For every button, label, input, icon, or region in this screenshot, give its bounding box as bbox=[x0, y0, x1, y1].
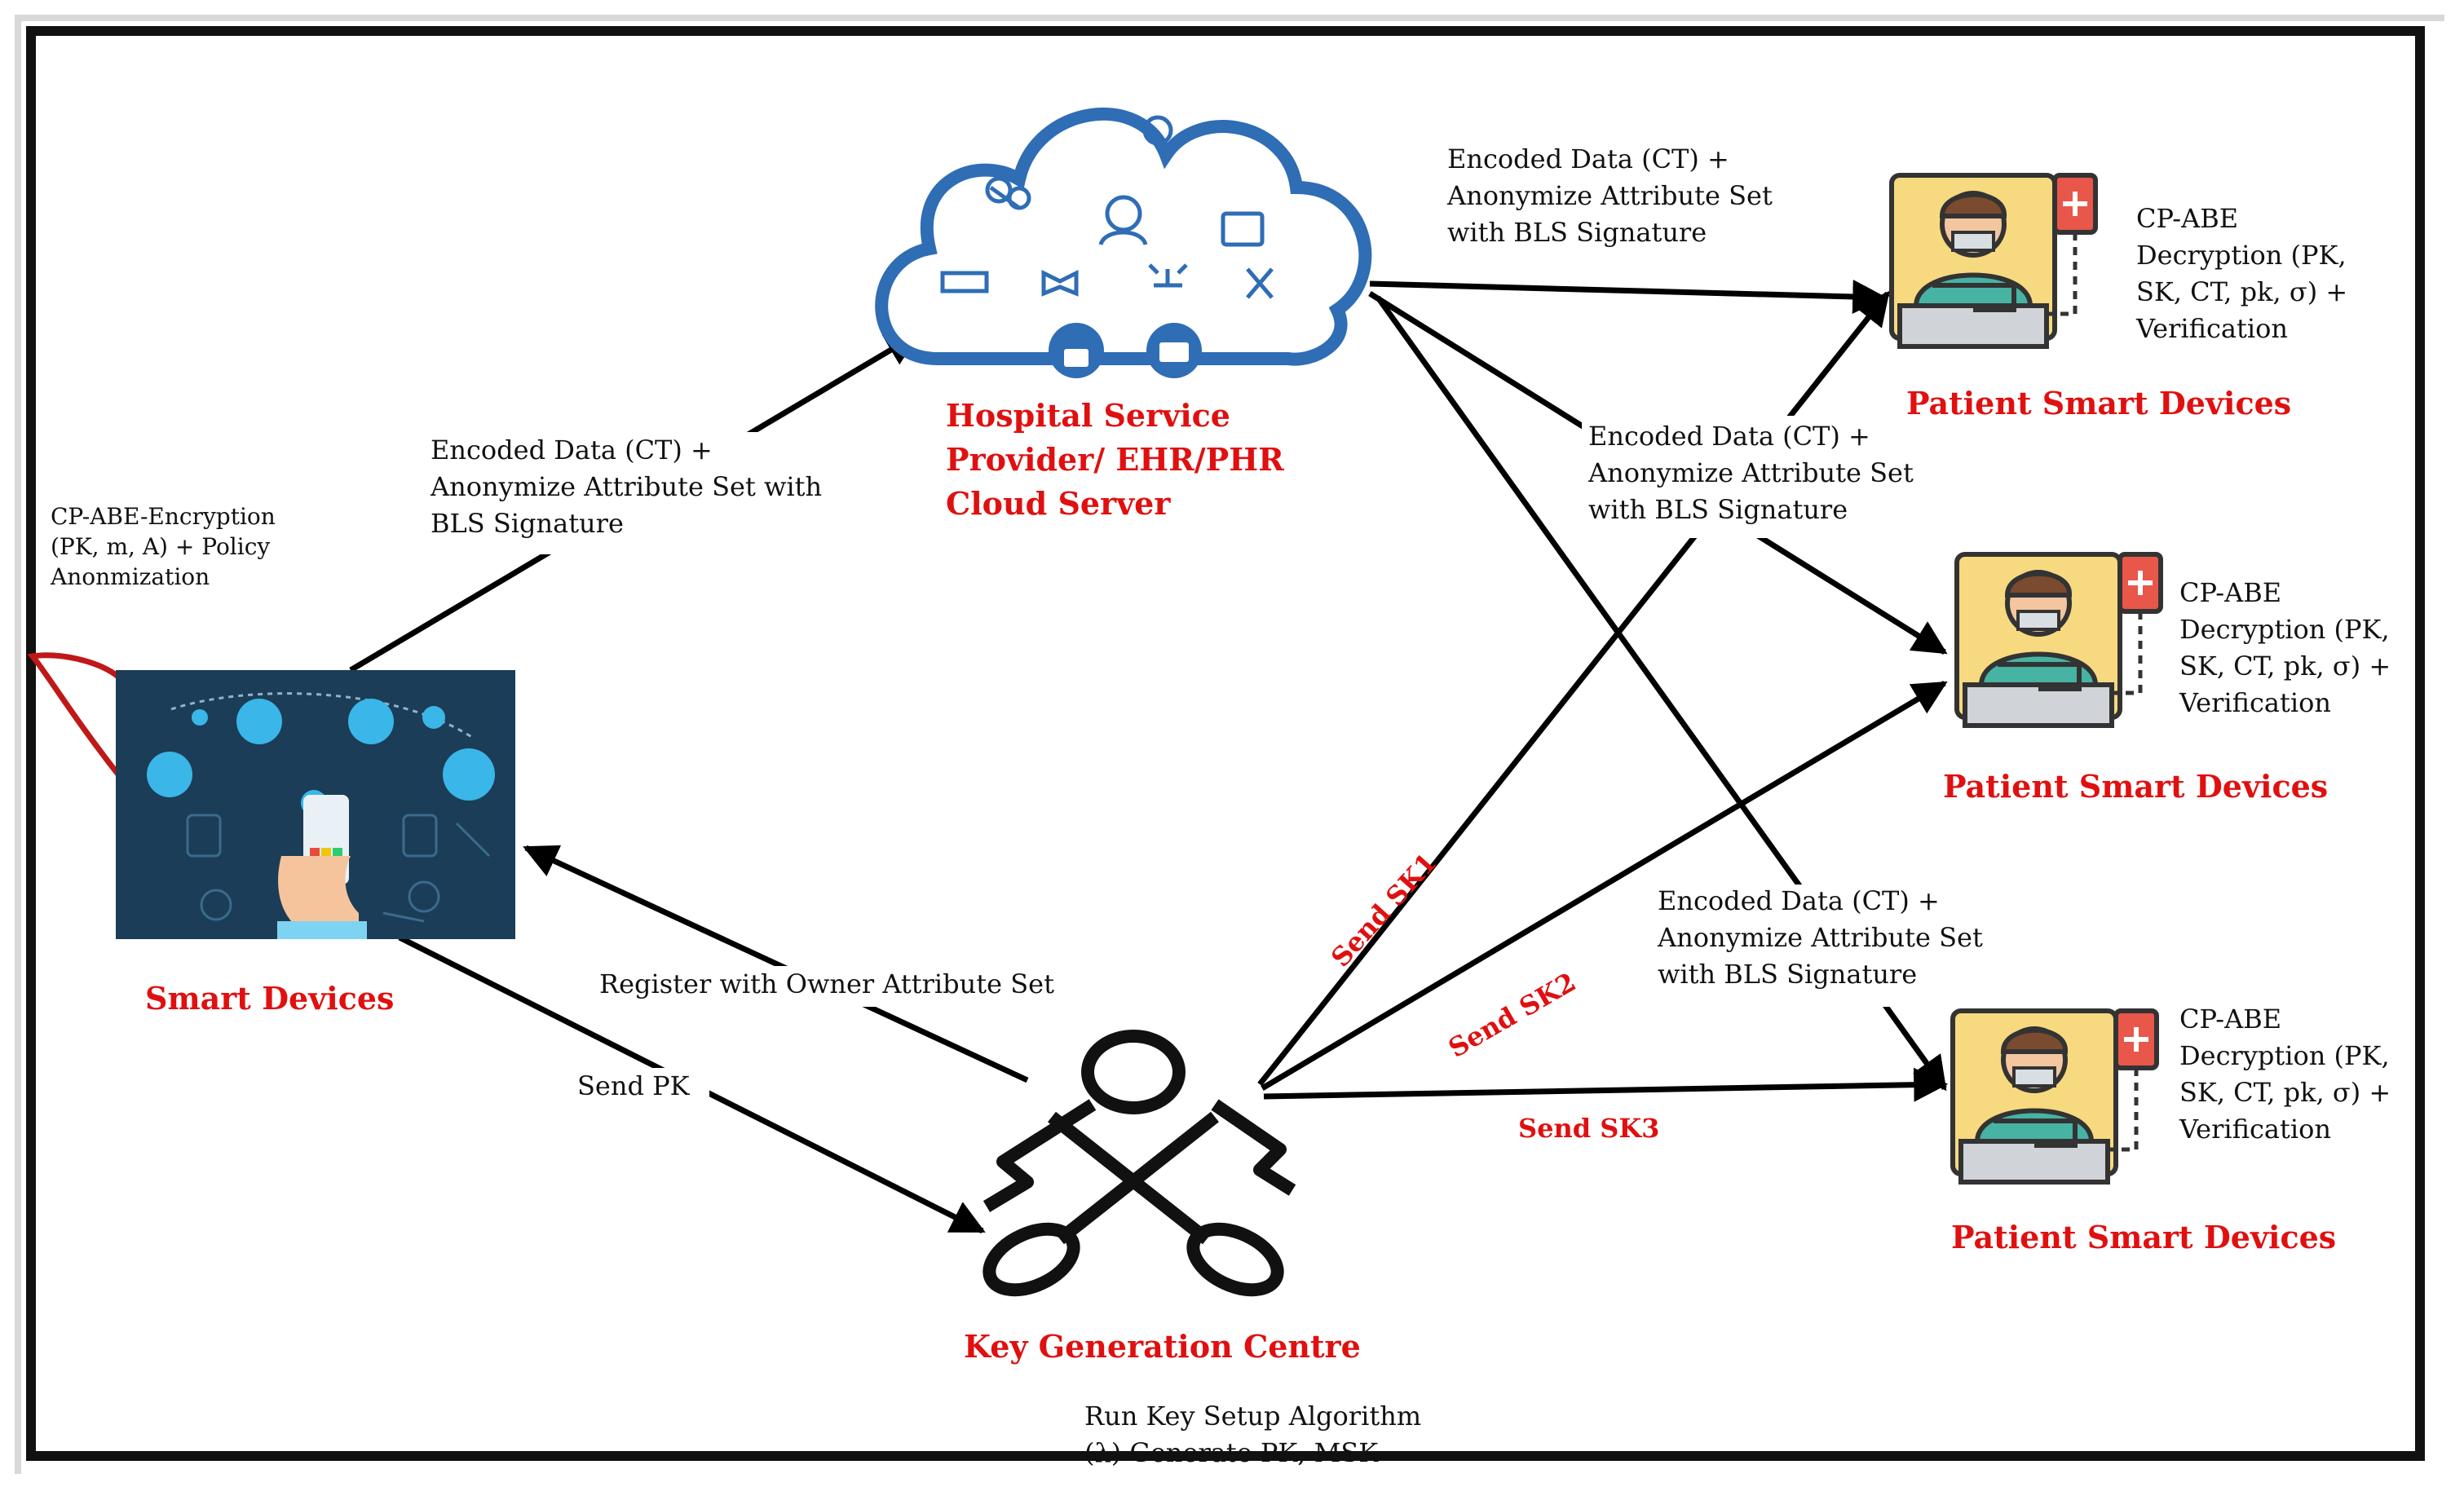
arrow-register bbox=[523, 845, 1029, 1083]
cloud-icon bbox=[875, 107, 1372, 378]
decryption-label-3: CP-ABE Decryption (PK, SK, CT, pk, σ) + … bbox=[2179, 1004, 2391, 1145]
cloud-to-patient-1-label: Encoded Data (CT) + Anonymize Attribute … bbox=[1447, 143, 1773, 248]
smart-devices-panel bbox=[116, 670, 515, 939]
patient-devices-title-1: Patient Smart Devices bbox=[1906, 385, 2292, 421]
register-label: Register with Owner Attribute Set bbox=[599, 968, 1054, 999]
patient-bed-iv-icon-3 bbox=[1950, 1008, 2159, 1185]
send-pk-label: Send PK bbox=[577, 1070, 690, 1101]
upload-edge-label: Encoded Data (CT) + Anonymize Attribute … bbox=[431, 435, 823, 539]
send-sk3-label: Send SK3 bbox=[1518, 1113, 1660, 1144]
policy-loop bbox=[27, 652, 121, 777]
decryption-label-1: CP-ABE Decryption (PK, SK, CT, pk, σ) + … bbox=[2136, 203, 2348, 344]
owner-encryption-label: CP-ABE-Encryption (PK, m, A) + Policy An… bbox=[51, 503, 276, 590]
arrow-sk3 bbox=[1263, 1067, 1949, 1102]
decryption-label-2: CP-ABE Decryption (PK, SK, CT, pk, σ) + … bbox=[2179, 577, 2391, 718]
label-masks bbox=[424, 416, 2006, 1109]
cloud-to-patient-2-label: Encoded Data (CT) + Anonymize Attribute … bbox=[1588, 421, 1914, 525]
cloud-server-title: Hospital Service Provider/ EHR/PHR Cloud… bbox=[946, 397, 1284, 522]
smart-devices-title: Smart Devices bbox=[145, 980, 395, 1017]
cloud-to-patient-3-label: Encoded Data (CT) + Anonymize Attribute … bbox=[1658, 885, 1983, 990]
key-setup-label: Run Key Setup Algorithm (λ) Generate PK,… bbox=[1084, 1401, 1422, 1468]
patient-bed-iv-icon-2 bbox=[1954, 552, 2163, 728]
outer-border-top bbox=[15, 15, 2444, 21]
crossed-keys-icon bbox=[983, 1030, 1296, 1297]
patient-devices-title-2: Patient Smart Devices bbox=[1943, 768, 2329, 805]
patient-bed-iv-icon-1 bbox=[1889, 173, 2098, 349]
outer-border-left bbox=[15, 15, 21, 1474]
arrow-cloud-to-patient-1 bbox=[1369, 279, 1888, 314]
kgc-title: Key Generation Centre bbox=[964, 1328, 1361, 1365]
arrow-sk2 bbox=[1261, 680, 1948, 1092]
patient-devices-title-3: Patient Smart Devices bbox=[1951, 1219, 2337, 1255]
